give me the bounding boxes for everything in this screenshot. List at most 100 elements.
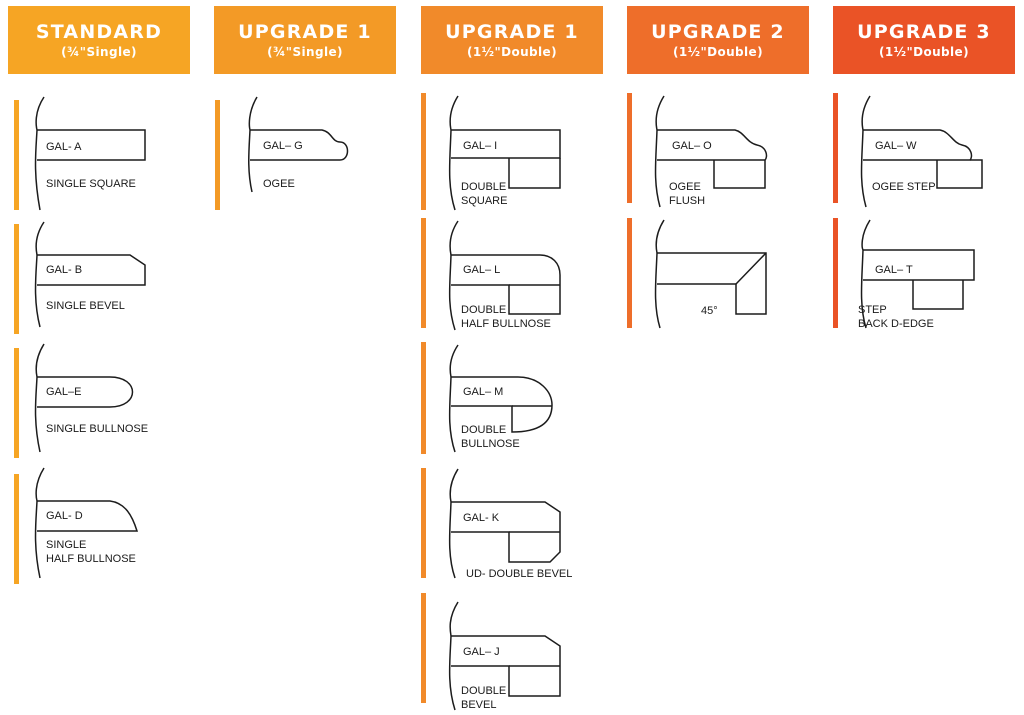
profile-gal-j: GAL– J DOUBLE BEVEL: [421, 593, 561, 711]
profile-code: GAL– M: [463, 386, 503, 398]
profile-outline: [863, 249, 975, 281]
profile-name: DOUBLE: [461, 181, 506, 193]
profile-name: SINGLE SQUARE: [46, 178, 136, 190]
profile-outline: [34, 96, 45, 211]
column-accent-bar: [14, 348, 19, 458]
profile-outline: [451, 501, 561, 563]
profile-name: STEP: [858, 304, 887, 316]
profile-outline: [657, 129, 768, 161]
column-accent-bar: [14, 224, 19, 334]
column-accent-bar: [421, 342, 426, 454]
profile-code: GAL– G: [263, 140, 303, 152]
header-title: STANDARD: [35, 20, 163, 43]
header-title: UPGRADE 2: [651, 20, 785, 43]
profile-name: HALF BULLNOSE: [46, 553, 136, 565]
column-accent-bar: [833, 218, 838, 328]
profile-outline: [451, 376, 553, 433]
miter-angle-label: 45°: [701, 305, 718, 317]
profile-gal-i: GAL– I DOUBLE SQUARE: [421, 93, 561, 211]
column-accent-bar: [14, 100, 19, 210]
profile-code: GAL– W: [875, 140, 917, 152]
header-subtitle: (¾"Single): [61, 44, 137, 59]
header-upgrade-1-double: UPGRADE 1 (1½"Double): [421, 6, 603, 74]
profile-gal-m: GAL– M DOUBLE BULLNOSE: [421, 342, 553, 454]
profile-gal-k: GAL- K UD- DOUBLE BEVEL: [421, 468, 572, 580]
profile-outline: [250, 129, 349, 161]
profile-code: GAL– O: [672, 140, 712, 152]
profile-outline: [34, 221, 45, 328]
column-accent-bar: [421, 93, 426, 210]
header-subtitle: (¾"Single): [267, 44, 343, 59]
profile-outline: [936, 159, 983, 189]
profile-gal-a: GAL- A SINGLE SQUARE: [14, 96, 146, 211]
profile-gal-e: GAL–E SINGLE BULLNOSE: [14, 343, 148, 458]
profile-name: BACK D-EDGE: [858, 318, 934, 330]
profile-name: OGEE: [263, 178, 295, 190]
profile-code: GAL– I: [463, 140, 497, 152]
profile-code: GAL–E: [46, 386, 81, 398]
profile-outline: [654, 95, 665, 208]
header-title: UPGRADE 3: [857, 20, 991, 43]
profile-name: OGEE STEP: [872, 181, 936, 193]
profile-code: GAL– L: [463, 264, 500, 276]
profile-name: DOUBLE: [461, 304, 506, 316]
profile-outline: [860, 95, 871, 208]
profile-gal-b: GAL- B SINGLE BEVEL: [14, 221, 146, 334]
profile-outline: [451, 129, 561, 159]
profile-outline: [448, 344, 459, 453]
profile-name: SQUARE: [461, 195, 507, 207]
profile-code: GAL– T: [875, 264, 913, 276]
column-accent-bar: [14, 474, 19, 584]
header-title: UPGRADE 1: [445, 20, 579, 43]
profile-name: DOUBLE: [461, 685, 506, 697]
profile-outline: [735, 252, 767, 285]
header-subtitle: (1½"Double): [467, 44, 557, 59]
profile-outline: [508, 158, 561, 189]
profile-name: SINGLE BULLNOSE: [46, 423, 148, 435]
profile-name: UD- DOUBLE BEVEL: [466, 568, 572, 580]
profile-outline: [448, 468, 459, 579]
profile-outline: [37, 376, 134, 408]
profile-name: DOUBLE: [461, 424, 506, 436]
profile-name: HALF BULLNOSE: [461, 318, 551, 330]
profile-outline: [37, 254, 146, 286]
header-upgrade-3: UPGRADE 3 (1½"Double): [833, 6, 1015, 74]
profile-name: SINGLE BEVEL: [46, 300, 125, 312]
profile-outline: [863, 129, 973, 161]
profile-code: GAL– J: [463, 646, 500, 658]
profile-outline: [37, 129, 146, 161]
profile-outline: [654, 219, 665, 329]
profile-outline: [657, 252, 767, 315]
profile-gal-o: GAL– O OGEE FLUSH: [627, 93, 768, 208]
profile-outline: [448, 220, 459, 331]
profile-outline: [248, 96, 258, 193]
header-subtitle: (1½"Double): [673, 44, 763, 59]
header-upgrade-2: UPGRADE 2 (1½"Double): [627, 6, 809, 74]
column-accent-bar: [421, 468, 426, 578]
profile-outline: [451, 254, 561, 315]
profile-code: GAL- D: [46, 510, 83, 522]
profile-code: GAL- B: [46, 264, 82, 276]
profile-code: GAL- K: [463, 512, 500, 524]
profile-gal-w: GAL– W OGEE STEP: [833, 93, 983, 208]
column-accent-bar: [833, 93, 838, 203]
profile-miter-45: 45°: [627, 218, 767, 329]
profile-name: BEVEL: [461, 699, 496, 711]
column-accent-bar: [627, 93, 632, 203]
profile-gal-g: GAL– G OGEE: [215, 96, 349, 210]
profile-outline: [34, 467, 45, 579]
profile-outline: [37, 500, 139, 532]
profile-outline: [34, 343, 45, 453]
profile-outline: [860, 219, 871, 329]
profile-name: SINGLE: [46, 539, 86, 551]
profile-gal-t: GAL– T STEP BACK D-EDGE: [833, 218, 975, 330]
header-upgrade-1-single: UPGRADE 1 (¾"Single): [214, 6, 396, 74]
header-standard: STANDARD (¾"Single): [8, 6, 190, 74]
profile-name: BULLNOSE: [461, 438, 520, 450]
profile-outline: [713, 160, 766, 189]
column-accent-bar: [215, 100, 220, 210]
column-accent-bar: [421, 218, 426, 328]
profile-gal-l: GAL– L DOUBLE HALF BULLNOSE: [421, 218, 561, 331]
profile-code: GAL- A: [46, 141, 82, 153]
